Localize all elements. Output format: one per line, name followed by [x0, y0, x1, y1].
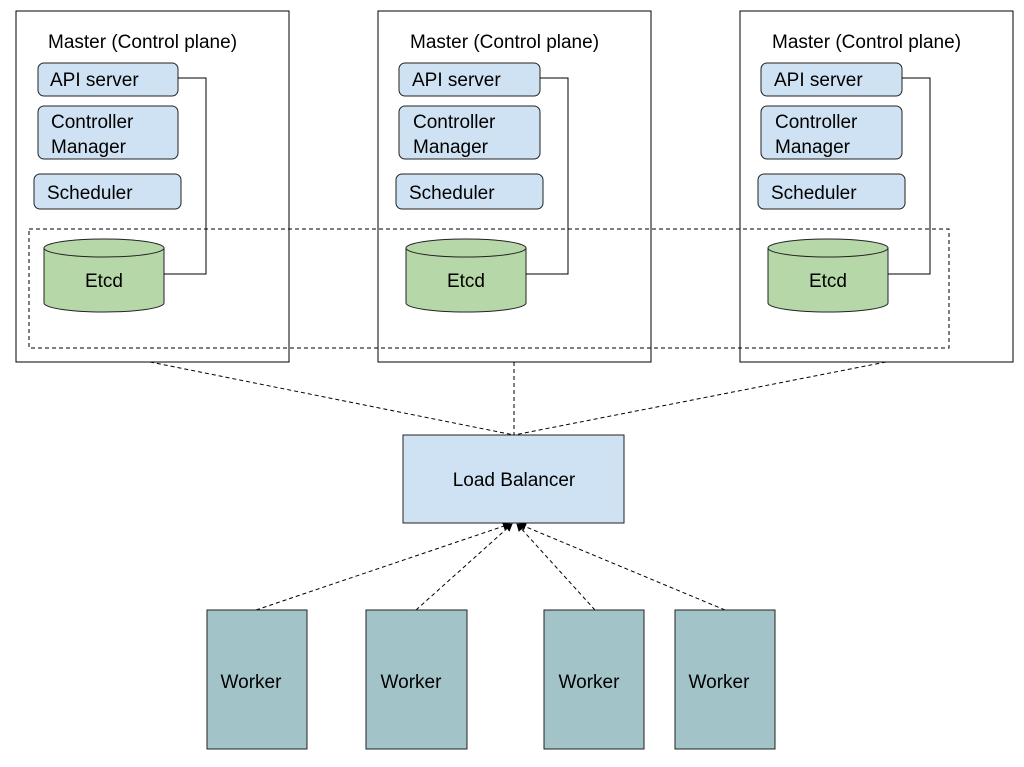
scheduler-label: Scheduler: [409, 183, 495, 204]
master-title: Master (Control plane): [48, 32, 237, 53]
etcd-cylinder-top: [405, 238, 527, 258]
etcd-cluster-boundary: [28, 228, 950, 349]
api-server-box: [37, 62, 179, 97]
scheduler: Scheduler: [395, 173, 544, 210]
api-etcd-connector: [526, 77, 569, 275]
scheduler-box: [395, 173, 544, 210]
worker2-lb-arrow: [415, 523, 513, 611]
api-etcd-connector: [164, 77, 207, 275]
master1-lb-link: [149, 361, 515, 436]
scheduler-box: [33, 173, 182, 210]
api-server-label: API server: [774, 70, 863, 91]
controller-manager-label-line2: Manager: [413, 137, 489, 158]
worker-node-2: Worker: [365, 609, 468, 750]
worker-label: Worker: [559, 672, 621, 693]
master-title: Master (Control plane): [772, 32, 961, 53]
api-server-box: [398, 62, 541, 97]
worker-node-4: Worker: [674, 609, 776, 750]
worker1-lb-arrow: [255, 522, 511, 611]
etcd-cylinder-body: [405, 247, 527, 313]
api-server-label: API server: [412, 70, 501, 91]
worker-box: [674, 609, 776, 750]
api-server-label: API server: [50, 70, 139, 91]
worker-box: [543, 609, 645, 750]
worker3-lb-arrow: [516, 523, 596, 611]
load-balancer-label: Load Balancer: [453, 470, 576, 491]
load-balancer-box: [402, 434, 625, 524]
controller-manager-box: [37, 105, 179, 160]
api-server: API server: [398, 62, 541, 97]
controller-manager: Controller Manager: [760, 105, 903, 160]
scheduler-box: [757, 173, 906, 210]
controller-manager-box: [398, 105, 541, 160]
etcd-label: Etcd: [447, 271, 485, 292]
etcd: Etcd: [43, 238, 165, 313]
api-server: API server: [37, 62, 179, 97]
etcd-cylinder-top: [767, 238, 889, 258]
etcd-cylinder-body: [767, 247, 889, 313]
api-etcd-connector: [888, 77, 931, 275]
worker-node-1: Worker: [206, 609, 308, 750]
scheduler: Scheduler: [33, 173, 182, 210]
master-node-3: Master (Control plane) API server Contro…: [739, 10, 1014, 363]
controller-manager-label-line1: Controller: [51, 112, 134, 133]
etcd-label: Etcd: [809, 271, 847, 292]
controller-manager-box: [760, 105, 903, 160]
worker-label: Worker: [381, 672, 443, 693]
load-balancer: Load Balancer: [402, 434, 625, 524]
etcd-cylinder-body: [43, 247, 165, 313]
worker-label: Worker: [221, 672, 283, 693]
master-title: Master (Control plane): [410, 32, 599, 53]
etcd-label: Etcd: [85, 271, 123, 292]
scheduler-label: Scheduler: [47, 183, 133, 204]
controller-manager-label-line1: Controller: [413, 112, 496, 133]
worker-label: Worker: [689, 672, 751, 693]
master3-lb-link: [513, 361, 887, 436]
etcd: Etcd: [405, 238, 527, 313]
api-server-box: [760, 62, 903, 97]
worker-box: [365, 609, 468, 750]
scheduler-label: Scheduler: [771, 183, 857, 204]
master-node-2: Master (Control plane) API server Contro…: [377, 10, 652, 363]
controller-manager: Controller Manager: [37, 105, 179, 160]
controller-manager-label-line2: Manager: [775, 137, 851, 158]
api-server: API server: [760, 62, 903, 97]
controller-manager-label-line2: Manager: [51, 137, 127, 158]
controller-manager-label-line1: Controller: [775, 112, 858, 133]
etcd: Etcd: [767, 238, 889, 313]
master-node-1: Master (Control plane) API server Contro…: [15, 10, 290, 363]
etcd-cylinder-top: [43, 238, 165, 258]
worker-node-3: Worker: [543, 609, 645, 750]
controller-manager: Controller Manager: [398, 105, 541, 160]
scheduler: Scheduler: [757, 173, 906, 210]
worker4-lb-arrow: [518, 523, 726, 611]
worker-box: [206, 609, 308, 750]
